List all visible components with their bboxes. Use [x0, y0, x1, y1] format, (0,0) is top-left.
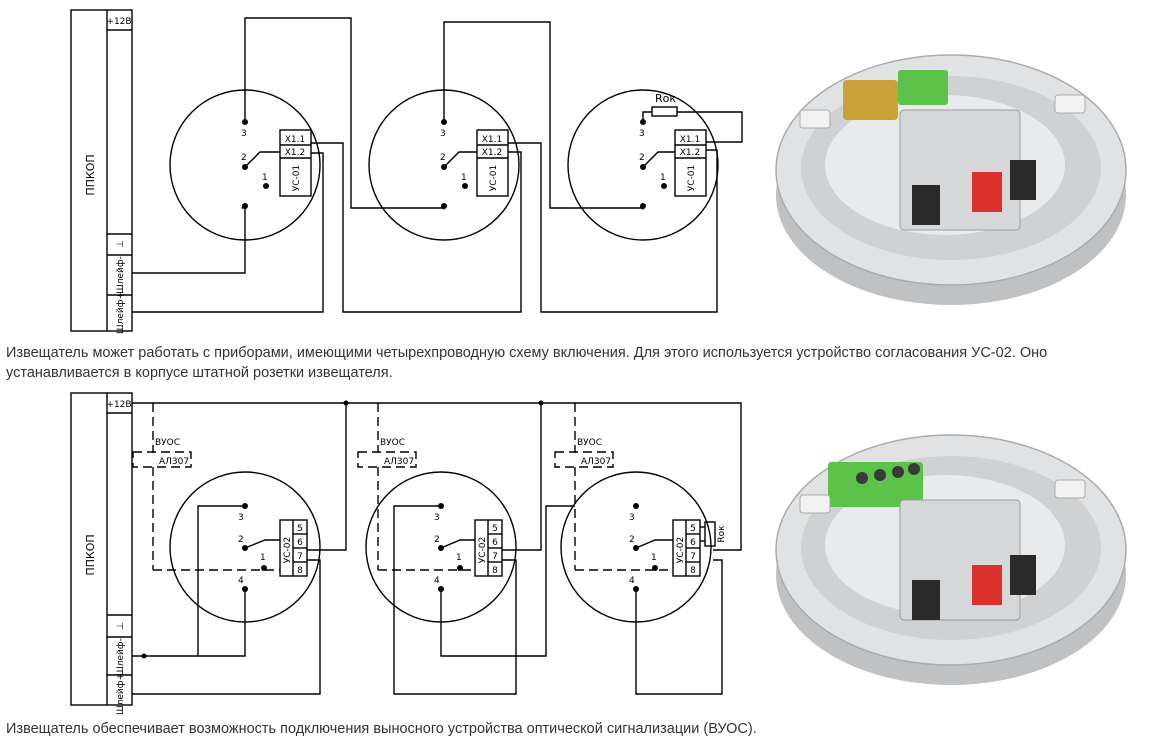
svg-text:6: 6: [297, 538, 303, 548]
terminal-ground-label: ⊥: [116, 240, 126, 248]
svg-text:1: 1: [262, 173, 268, 183]
svg-text:X1.1: X1.1: [285, 135, 305, 145]
svg-text:ВУОС: ВУОС: [155, 438, 180, 448]
panel-label-2: ППКОП: [84, 534, 97, 575]
svg-text:ВУОС: ВУОС: [380, 438, 405, 448]
svg-text:2: 2: [241, 153, 247, 163]
terminal-12v-label-2: +12В: [106, 400, 131, 410]
svg-text:X1.1: X1.1: [482, 135, 502, 145]
svg-text:УС-01: УС-01: [489, 165, 499, 191]
svg-text:4: 4: [238, 576, 244, 586]
caption-1: Извещатель может работать с приборами, и…: [6, 345, 1048, 381]
svg-text:3: 3: [238, 513, 244, 523]
module-us02-1: 5 6 7 8 УС-02: [279, 519, 308, 577]
svg-text:1: 1: [651, 553, 657, 563]
svg-text:X1.2: X1.2: [680, 148, 700, 158]
svg-text:2: 2: [238, 535, 244, 545]
detector-3-contacts: 3 2 1 4: [639, 119, 675, 213]
panel-box-2: [70, 392, 133, 706]
svg-text:7: 7: [690, 552, 696, 562]
resistor-label: Rок: [655, 92, 676, 105]
bottom-diagram: +12В ППКОП ⊥ Шлейф- Шлейф+: [70, 392, 742, 715]
svg-text:3: 3: [241, 129, 247, 139]
svg-text:УС-01: УС-01: [292, 165, 302, 191]
svg-text:X1.2: X1.2: [482, 148, 502, 158]
svg-text:1: 1: [660, 173, 666, 183]
terminal-12v-label: +12В: [106, 17, 131, 27]
connector-block-icon: [843, 80, 898, 120]
svg-text:2: 2: [629, 535, 635, 545]
detector-4-contacts: 3 2 1 4: [238, 503, 280, 592]
svg-text:5: 5: [297, 524, 303, 534]
red-terminal-icon-2: [972, 565, 1002, 605]
detector-2-contacts: 3 2 1 4: [440, 119, 477, 213]
module-us02-2: 5 6 7 8 УС-02: [474, 519, 503, 577]
svg-text:АЛ307: АЛ307: [581, 457, 611, 467]
terminal-loop-plus-label: Шлейф+: [116, 292, 126, 334]
vuos-1: ВУОС АЛ307: [132, 438, 192, 468]
detector-5-contacts: 3 2 1 4: [434, 503, 475, 592]
svg-text:3: 3: [639, 129, 645, 139]
svg-text:ВУОС: ВУОС: [577, 438, 602, 448]
svg-text:АЛ307: АЛ307: [384, 457, 414, 467]
svg-text:Rок: Rок: [717, 525, 727, 543]
module-us01-3: X1.1 X1.2 УС-01: [674, 129, 707, 197]
svg-text:УС-01: УС-01: [687, 165, 697, 191]
svg-text:7: 7: [297, 552, 303, 562]
svg-text:АЛ307: АЛ307: [159, 457, 189, 467]
pcb-module-icon: [898, 70, 948, 105]
red-terminal-icon: [972, 172, 1002, 212]
detector-6-contacts: 3 2 1 4: [629, 503, 673, 592]
svg-text:3: 3: [629, 513, 635, 523]
svg-text:УС-02: УС-02: [676, 537, 686, 563]
svg-text:5: 5: [690, 524, 696, 534]
svg-text:1: 1: [461, 173, 467, 183]
svg-text:8: 8: [492, 566, 498, 576]
svg-text:7: 7: [492, 552, 498, 562]
terminal-ground-label-2: ⊥: [116, 622, 126, 630]
svg-text:3: 3: [434, 513, 440, 523]
svg-text:4: 4: [434, 576, 440, 586]
svg-text:3: 3: [440, 129, 446, 139]
socket-render-bottom: [775, 434, 1127, 685]
module-us01-2: X1.1 X1.2 УС-01: [476, 129, 509, 197]
svg-text:8: 8: [297, 566, 303, 576]
svg-text:6: 6: [492, 538, 498, 548]
module-us02-3: 5 6 7 8 УС-02 Rок: [672, 519, 727, 577]
svg-text:1: 1: [260, 553, 266, 563]
svg-text:8: 8: [690, 566, 696, 576]
detector-1-contacts: 3 2 1 4: [241, 119, 280, 213]
svg-text:2: 2: [440, 153, 446, 163]
panel-box: [70, 9, 133, 332]
svg-text:1: 1: [456, 553, 462, 563]
top-diagram: +12В ППКОП ⊥ Шлейф- Шлейф+ Rок X1.1 X1.2…: [70, 9, 743, 334]
svg-text:4: 4: [629, 576, 635, 586]
svg-text:2: 2: [639, 153, 645, 163]
caption-2: Извещатель обеспечивает возможность подк…: [6, 721, 757, 737]
terminal-loop-minus-label-2: Шлейф-: [116, 638, 126, 676]
terminal-loop-minus-label: Шлейф-: [116, 256, 126, 294]
svg-text:УС-02: УС-02: [283, 537, 293, 563]
module-us01-1: X1.1 X1.2 УС-01: [279, 129, 312, 197]
svg-text:X1.2: X1.2: [285, 148, 305, 158]
socket-render-top: [775, 54, 1127, 305]
terminal-loop-plus-label-2: Шлейф+: [116, 673, 126, 715]
svg-text:УС-02: УС-02: [478, 537, 488, 563]
panel-label: ППКОП: [84, 154, 97, 195]
svg-text:X1.1: X1.1: [680, 135, 700, 145]
svg-text:6: 6: [690, 538, 696, 548]
svg-text:2: 2: [434, 535, 440, 545]
svg-text:5: 5: [492, 524, 498, 534]
vuos-2: ВУОС АЛ307: [357, 438, 417, 468]
vuos-3: ВУОС АЛ307: [554, 438, 614, 468]
